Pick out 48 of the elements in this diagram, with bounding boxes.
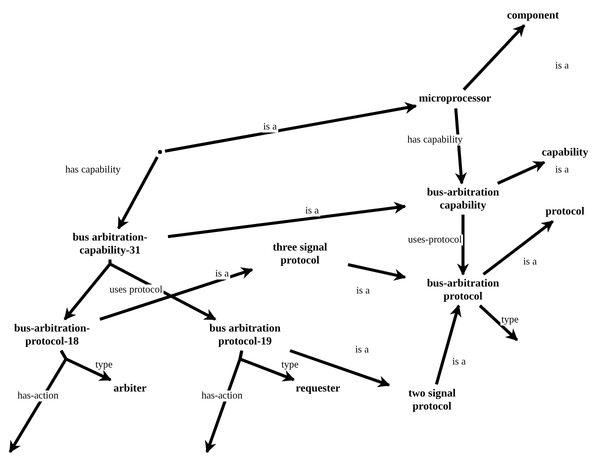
edge-label: type — [500, 314, 520, 326]
edge-label: uses protocol — [108, 284, 164, 296]
arrow — [454, 108, 467, 185]
concept-label: bus arbitration protocol-19 — [208, 322, 282, 348]
concept-label: protocol — [546, 206, 584, 218]
concept-label: capability — [542, 146, 588, 160]
edge-label: is a — [522, 256, 538, 268]
edge-label: is a — [554, 60, 570, 72]
edge-label: has capability — [406, 134, 464, 146]
edge-label: uses-protocol — [407, 234, 463, 246]
concept-label: bus-arbitration capability — [426, 186, 500, 212]
edge-label: has-action — [200, 390, 244, 402]
edge-label: is a — [304, 206, 320, 216]
edge-label: has capability — [64, 164, 122, 176]
concept-label: three signal protocol — [272, 241, 328, 267]
arrow — [108, 260, 216, 321]
arrow — [8, 350, 68, 454]
concept-label: bus-arbitration-protocol-18 — [13, 322, 91, 348]
concept-label: bus-arbitration protocol — [426, 277, 500, 303]
arrow — [434, 304, 462, 385]
arrow — [99, 267, 254, 321]
concept-label: arbiter — [114, 382, 146, 396]
edge-label: is a — [262, 122, 278, 132]
arrow — [497, 160, 546, 185]
concept-label: component — [507, 10, 559, 22]
arrow — [457, 214, 469, 276]
edge-label: is a — [451, 356, 467, 368]
arrow — [482, 220, 554, 276]
edge-label: is a — [354, 344, 370, 356]
node-dot — [158, 150, 162, 154]
edge-label: is a — [554, 164, 570, 176]
arrow — [290, 349, 390, 388]
arrow — [168, 202, 406, 238]
edge-label: is a — [214, 268, 230, 280]
arrow — [478, 304, 518, 342]
concept-label: bus arbitration-capability-31 — [72, 231, 148, 257]
edge-label: has-action — [16, 390, 60, 402]
concept-label: two signal protocol — [407, 387, 457, 413]
concept-label: microprocessor — [418, 92, 492, 106]
arrow — [164, 102, 418, 153]
arrow — [462, 24, 526, 91]
arrow — [204, 350, 244, 454]
arrow — [117, 156, 159, 230]
arrow — [348, 263, 406, 281]
edge-label: type — [94, 360, 114, 370]
edge-label: is a — [355, 286, 371, 296]
concept-label: requester — [296, 382, 340, 396]
edge-label: type — [280, 360, 300, 370]
